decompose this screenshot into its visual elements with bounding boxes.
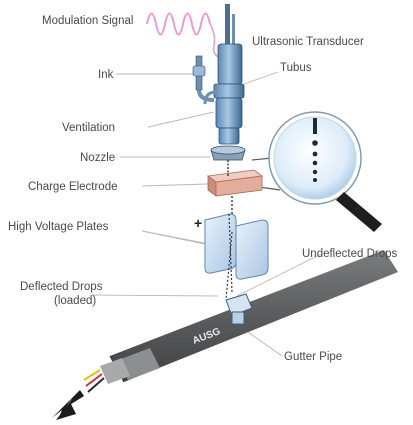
ink-label: Ink <box>98 69 114 81</box>
sine-wave-icon <box>146 12 211 36</box>
deflected-drops-label: Deflected Drops <box>20 281 103 293</box>
magnifier-icon <box>251 111 382 232</box>
high-voltage-plates <box>204 213 269 301</box>
charge-electrode <box>206 169 264 197</box>
undeflected-drops-label: Undeflected Drops <box>302 248 397 260</box>
modulation-signal-label: Modulation Signal <box>42 15 133 27</box>
charge-electrode-label: Charge Electrode <box>28 181 118 193</box>
ultrasonic-transducer-label: Ultrasonic Transducer <box>252 36 364 48</box>
tubus-label: Tubus <box>280 62 312 74</box>
nozzle-label: Nozzle <box>80 152 115 164</box>
gutter-pipe-label: Gutter Pipe <box>284 351 342 363</box>
drop-stream <box>227 160 233 214</box>
leader-lines <box>91 71 322 357</box>
high-voltage-plates-label: High Voltage Plates <box>8 221 109 233</box>
ventilation-label: Ventilation <box>62 122 115 134</box>
print-head <box>192 4 246 161</box>
plus-sign: + <box>194 215 202 231</box>
flow-arrowhead <box>56 402 76 420</box>
signal-wire <box>209 23 221 59</box>
gutter-cable: AUSG <box>83 250 398 393</box>
deflected-drops-sublabel: (loaded) <box>54 295 96 307</box>
arrow-down-left-icon <box>52 390 84 420</box>
